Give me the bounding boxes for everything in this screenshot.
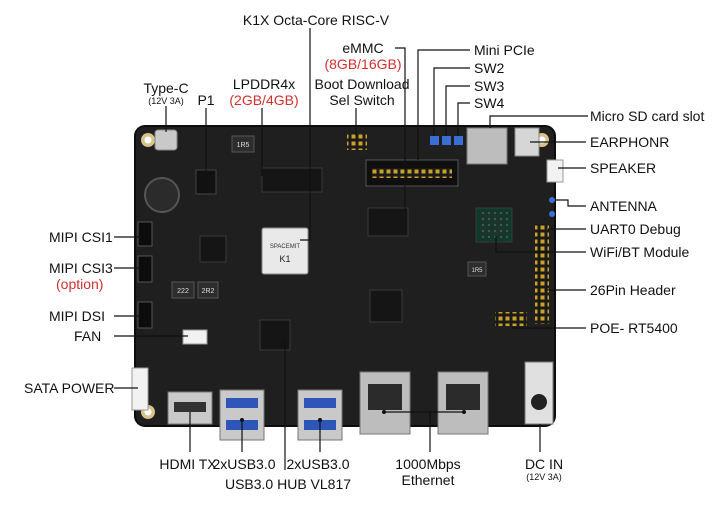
lpddr-chip bbox=[261, 167, 323, 193]
ethernet-label-line1: 1000Mbps bbox=[395, 456, 461, 472]
speaker-label: SPEAKER bbox=[590, 160, 657, 176]
inductor-1r5 bbox=[231, 135, 255, 153]
sw3-button bbox=[442, 136, 451, 145]
soc-chip bbox=[261, 227, 309, 275]
typec-label: Type-C bbox=[143, 80, 189, 96]
dc-jack bbox=[524, 361, 554, 425]
header-label: 26Pin Header bbox=[590, 282, 676, 298]
emmc-label: eMMC bbox=[342, 40, 384, 56]
sw3-label: SW3 bbox=[474, 78, 505, 94]
lpddr-label: LPDDR4x bbox=[232, 76, 296, 92]
emmc-chip bbox=[367, 207, 409, 237]
leader-dots bbox=[240, 410, 466, 422]
antenna-label: ANTENNA bbox=[590, 198, 657, 214]
boot-label-line1: Boot Download bbox=[314, 76, 410, 92]
mipi-csi1-connector bbox=[137, 221, 153, 247]
inductor-label: 2R2 bbox=[202, 288, 215, 295]
usb-a-label: 2xUSB3.0 bbox=[212, 456, 276, 472]
chip-mark-text: K1 bbox=[279, 254, 290, 264]
rtc-battery bbox=[144, 177, 180, 213]
usb-b-label: 2xUSB3.0 bbox=[286, 456, 350, 472]
sw4-label: SW4 bbox=[474, 95, 505, 111]
fan-label: FAN bbox=[74, 328, 102, 344]
mipi-csi3-option-label: (option) bbox=[56, 276, 104, 292]
fan-connector bbox=[182, 329, 208, 345]
mini-pcie-label: Mini PCIe bbox=[474, 42, 535, 58]
mipi-csi3-label: MIPI CSI3 bbox=[49, 260, 113, 276]
inductor-222 bbox=[171, 281, 195, 299]
boot-switch bbox=[347, 134, 367, 150]
lpddr-size-label: (2GB/4GB) bbox=[229, 92, 299, 108]
hdmi-label: HDMI TX bbox=[159, 456, 217, 472]
uart-label: UART0 Debug bbox=[590, 221, 681, 237]
usb-hub-label: USB3.0 HUB VL817 bbox=[224, 476, 352, 492]
typec-connector bbox=[154, 129, 178, 151]
mipi-dsi-connector bbox=[137, 301, 153, 329]
inductor-label: 1R5 bbox=[237, 142, 250, 149]
sata-power-connector bbox=[131, 367, 149, 411]
sw4-button bbox=[454, 136, 463, 145]
ethernet-label-line2: Ethernet bbox=[401, 472, 455, 488]
antenna-pad bbox=[549, 197, 555, 203]
inductor-1r5b bbox=[467, 261, 487, 277]
soc-label: K1X Octa-Core RISC-V bbox=[242, 12, 390, 28]
emmc-size-label: (8GB/16GB) bbox=[324, 56, 402, 72]
inductor-label: 1R5 bbox=[471, 268, 483, 274]
pmic-chip bbox=[199, 235, 227, 263]
header-26pin bbox=[535, 224, 549, 324]
mipi-dsi-label: MIPI DSI bbox=[49, 308, 106, 324]
poe-header bbox=[495, 312, 527, 326]
mipi-csi1-label: MIPI CSI1 bbox=[49, 229, 113, 245]
pcb bbox=[134, 125, 556, 427]
dcin-label: DC IN bbox=[524, 456, 564, 472]
inductor-2r2 bbox=[197, 281, 219, 299]
sata-power-label: SATA POWER bbox=[24, 380, 115, 396]
inductor-label: 222 bbox=[177, 288, 189, 295]
poe-label: POE- RT5400 bbox=[590, 320, 678, 336]
dcin-spec-label: (12V 3A) bbox=[526, 472, 562, 482]
mipi-csi3-connector bbox=[137, 255, 153, 283]
speaker-connector bbox=[546, 159, 564, 183]
micro-sd-label: Micro SD card slot bbox=[590, 108, 705, 124]
sw2-label: SW2 bbox=[474, 60, 505, 76]
micro-sd-slot bbox=[466, 127, 508, 165]
chip-brand-text: SPACEMIT bbox=[270, 244, 301, 250]
earphone-label: EARPHONR bbox=[590, 134, 670, 150]
wifi-label: WiFi/BT Module bbox=[590, 244, 690, 260]
boot-label-line2: Sel Switch bbox=[329, 92, 395, 108]
sw2-button bbox=[430, 136, 439, 145]
leader-lines bbox=[114, 28, 588, 470]
eth-phy-chip bbox=[369, 289, 403, 323]
p1-label: P1 bbox=[197, 92, 215, 108]
typec-spec-label: (12V 3A) bbox=[148, 96, 184, 106]
